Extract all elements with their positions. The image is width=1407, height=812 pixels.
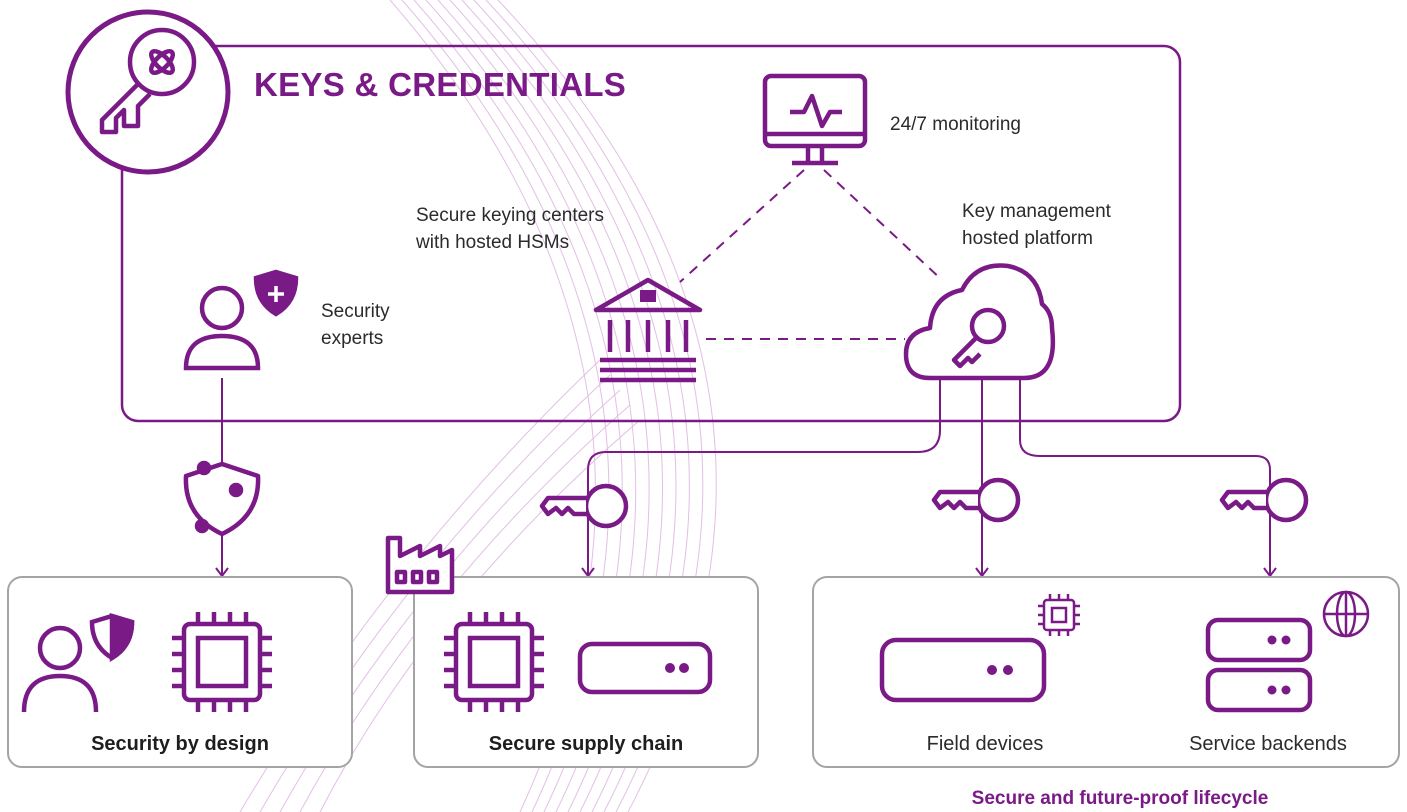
security-experts-label-line1: Security (321, 301, 390, 322)
secure-supply-chain-caption: Secure supply chain (488, 733, 684, 755)
keys-credentials-frame (120, 44, 1182, 423)
service-backends-caption: Service backends (1189, 733, 1347, 755)
key-icon-supply (539, 483, 629, 529)
device-icon-supply (577, 641, 713, 695)
monitor-icon (762, 73, 868, 166)
security-experts-label-line2: experts (321, 328, 384, 349)
small-chip-icon (1038, 594, 1080, 636)
lifecycle-footer: Secure and future-proof lifecycle (971, 788, 1269, 809)
key-management-label-line2: hosted platform (962, 228, 1093, 249)
keying-centers-label-line1: Secure keying centers (416, 205, 604, 226)
arrowheads (215, 567, 1277, 578)
key-badge-icon (65, 9, 231, 175)
diagram-title: KEYS & CREDENTIALS (254, 66, 627, 103)
chip-icon-design (172, 612, 272, 712)
shield-icon (183, 460, 261, 537)
globe-icon (1322, 590, 1370, 638)
distribution-lines (221, 378, 1271, 574)
key-icon-field (931, 477, 1021, 523)
chip-icon-supply (444, 612, 544, 712)
key-icon-backend (1219, 477, 1309, 523)
bank-icon (593, 277, 703, 383)
field-device-icon (879, 637, 1047, 703)
dashed-connectors (679, 169, 943, 340)
security-expert-icon (183, 269, 299, 371)
keying-centers-label-line2: with hosted HSMs (416, 232, 570, 253)
box-lifecycle (812, 576, 1400, 768)
key-management-label-line1: Key management (962, 201, 1111, 222)
factory-icon (385, 535, 455, 595)
field-devices-caption: Field devices (926, 733, 1044, 755)
security-by-design-caption: Security by design (91, 733, 269, 755)
user-shield-icon (21, 612, 135, 713)
monitoring-label: 24/7 monitoring (890, 114, 1021, 135)
cloud-key-icon (903, 263, 1056, 381)
server-stack-icon (1205, 617, 1313, 713)
